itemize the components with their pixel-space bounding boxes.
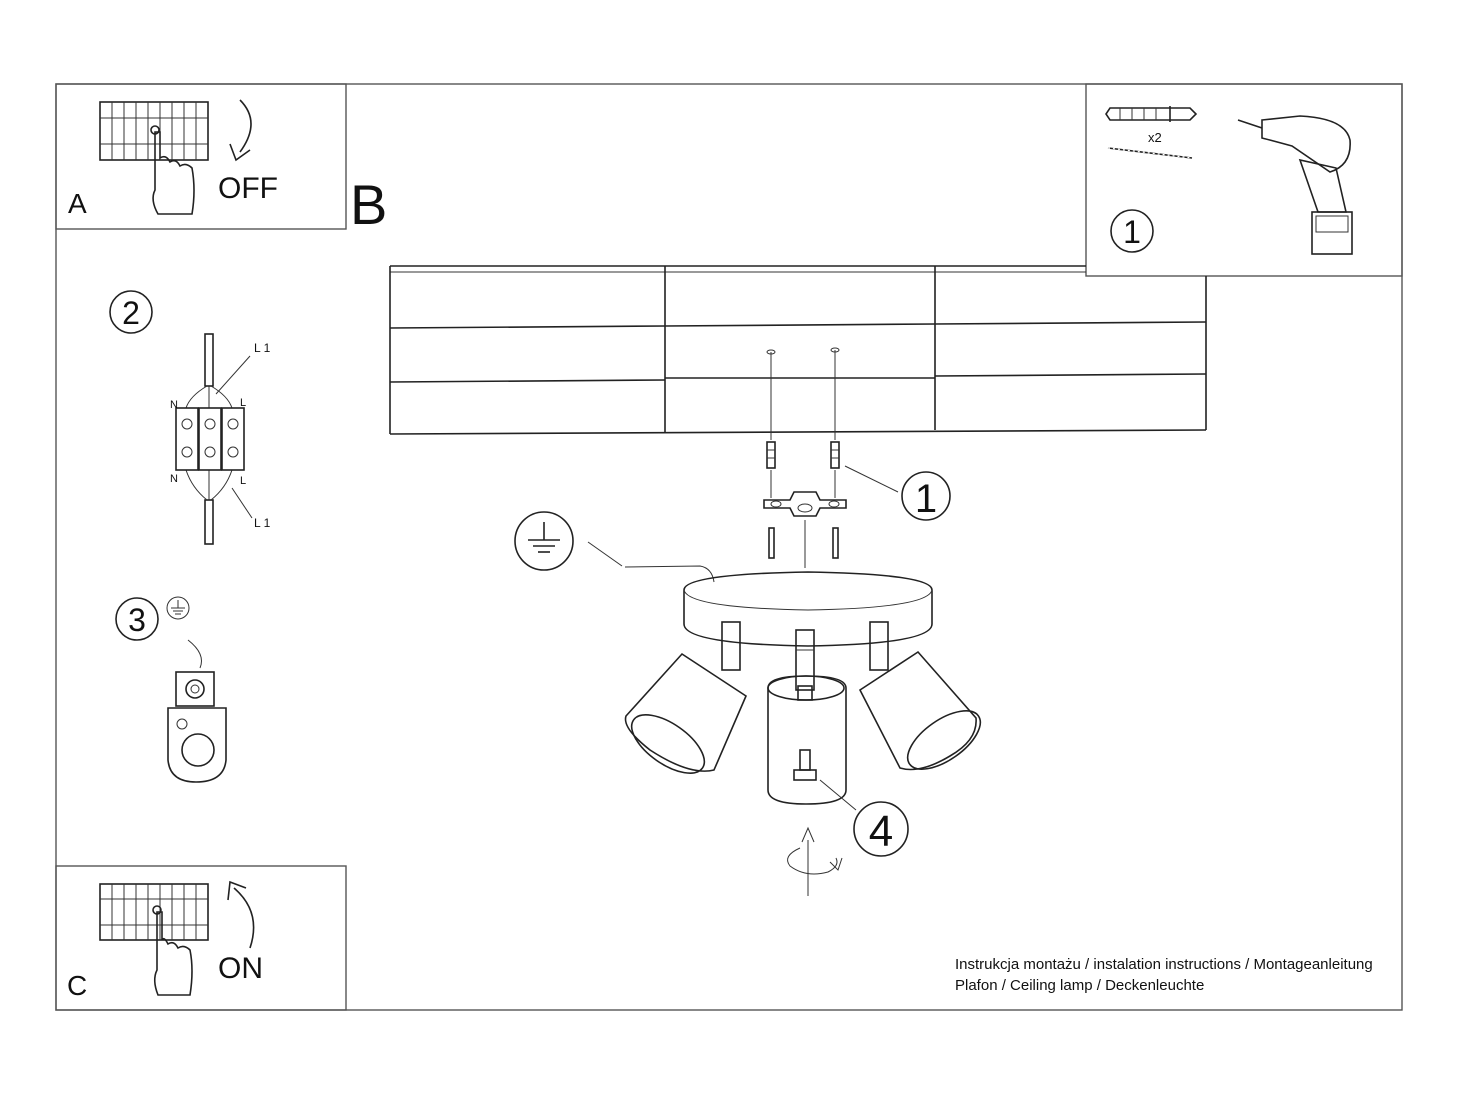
drill-icon — [1237, 115, 1353, 255]
mounting-bracket-icon — [763, 491, 847, 517]
breaker-box-icon — [99, 883, 209, 941]
screw-icon — [1107, 147, 1193, 159]
ceiling-slab — [389, 265, 1207, 435]
ground-icon — [166, 596, 190, 620]
tools-panel-frame — [1085, 83, 1403, 277]
panel-b-letter: B — [350, 173, 387, 236]
wall-plug-icon — [1105, 106, 1198, 122]
spotlight-left — [624, 652, 748, 774]
hand-icon — [152, 131, 195, 215]
panel-c-word: ON — [218, 952, 263, 985]
arrow-down-icon — [229, 99, 252, 162]
arrow-up-icon — [227, 880, 255, 949]
step-1-number: 1 — [915, 477, 937, 521]
step-3-badge — [115, 597, 159, 641]
panel-a: OFF A — [55, 83, 347, 230]
fixing-screw-icon — [793, 749, 817, 781]
wall-plug-icon — [766, 441, 776, 469]
tools-panel: x2 1 — [1085, 83, 1403, 277]
step-4-badge — [853, 801, 909, 857]
outer-frame — [55, 83, 1403, 1011]
caption: Instrukcja montażu / instalation instruc… — [955, 954, 1373, 996]
wire-label-n-top: N — [170, 399, 178, 411]
breaker-box-icon — [99, 101, 209, 161]
screw-icon — [832, 527, 839, 559]
step-1-tools-badge — [1110, 209, 1154, 253]
tools-quantity: x2 — [1148, 130, 1162, 145]
step-1-tools-number: 1 — [1123, 214, 1141, 250]
wall-plug-icon — [830, 441, 840, 469]
wire-label-l-top: L — [240, 397, 246, 409]
wire-label-l-bottom: L — [240, 475, 246, 487]
wire-label-l1-bottom: L 1 — [254, 516, 271, 530]
panel-c-letter: C — [67, 970, 87, 1001]
ground-icon — [514, 511, 574, 571]
spotlight-right — [858, 650, 982, 771]
caption-subtitle: Plafon / Ceiling lamp / Deckenleuchte — [955, 977, 1205, 994]
panel-a-frame — [55, 83, 347, 230]
ground-terminal-icon — [167, 671, 227, 783]
wire-label-l1-top: L 1 — [254, 341, 271, 355]
panel-a-letter: A — [68, 188, 87, 219]
step-2-number: 2 — [122, 295, 140, 331]
panel-a-word: OFF — [218, 172, 278, 205]
spotlight-center — [767, 675, 847, 805]
terminal-block-icon — [175, 333, 253, 545]
panel-c: ON C — [55, 865, 347, 1011]
step-2-badge — [109, 290, 153, 334]
rotate-arrow-icon — [787, 826, 843, 896]
step-4-number: 4 — [869, 807, 893, 856]
panel-c-frame — [55, 865, 347, 1011]
screw-icon — [768, 527, 775, 559]
hand-icon — [153, 911, 193, 996]
wire-label-n-bottom: N — [170, 473, 178, 485]
ceiling-canopy — [683, 571, 933, 647]
step-1-badge — [901, 471, 951, 521]
caption-title: Instrukcja montażu / instalation instruc… — [955, 956, 1373, 973]
step-3-number: 3 — [128, 602, 146, 638]
